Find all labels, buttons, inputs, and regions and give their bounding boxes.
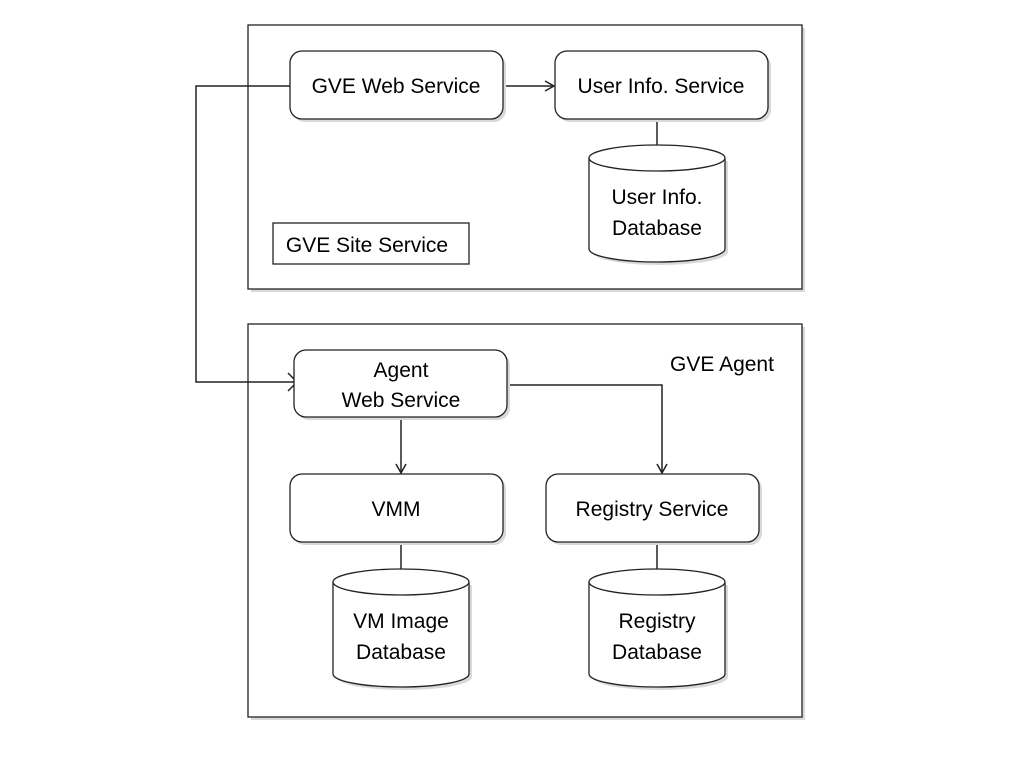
registry-database-node: Registry Database [588,568,728,690]
vmm-node: VMM [289,473,506,545]
user-info-db-label-line2: Database [612,217,702,240]
gve-site-service-label: GVE Site Service [286,234,448,257]
user-info-db-label-line1: User Info. [611,186,702,209]
vm-image-db-label-line1: VM Image [353,610,449,633]
user-info-service-node: User Info. Service [554,50,771,122]
registry-db-label-line2: Database [612,641,702,664]
edge-agent-to-registry [508,384,663,472]
arrowhead-vmm [395,463,407,475]
vm-image-database-node: VM Image Database [332,568,472,690]
user-info-service-label: User Info. Service [578,75,745,98]
registry-service-node: Registry Service [545,473,762,545]
gve-agent-label: GVE Agent [670,353,774,376]
agent-web-service-label-line2: Web Service [342,389,461,412]
registry-service-label: Registry Service [576,498,729,521]
gve-site-service-label-box: GVE Site Service [272,222,470,265]
vm-image-db-label-line2: Database [356,641,446,664]
arrowhead-userinfo [544,80,556,92]
gve-web-service-node: GVE Web Service [289,50,506,122]
edge-web-to-agent [195,85,296,383]
vmm-label: VMM [372,498,421,521]
gve-web-service-label: GVE Web Service [312,75,481,98]
agent-web-service-node: Agent Web Service [293,349,510,420]
agent-web-service-label-line1: Agent [374,359,429,382]
arrowhead-registry [656,463,668,475]
registry-db-label-line1: Registry [618,610,696,633]
user-info-database-node: User Info. Database [588,144,728,265]
